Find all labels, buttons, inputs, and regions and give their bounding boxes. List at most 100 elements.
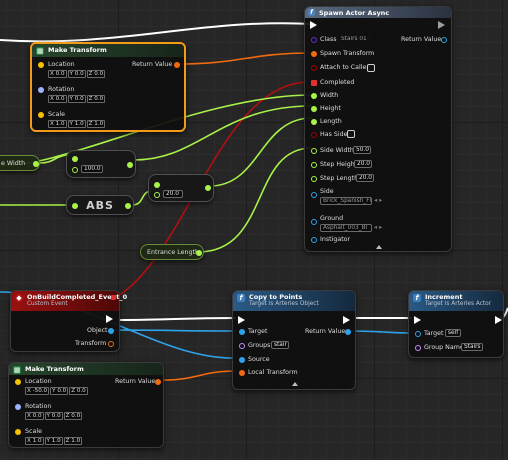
instigator-pin[interactable]: [311, 237, 317, 243]
scale-field[interactable]: X 1.0 Y 1.0 Z 1.0: [48, 120, 106, 128]
scale-x[interactable]: X 1.0: [48, 120, 67, 128]
transform-pin[interactable]: [108, 341, 114, 347]
side-asset-tools[interactable]: ◂ ▸: [374, 197, 383, 204]
location-z[interactable]: Z 0.0: [86, 70, 106, 78]
scale-pin[interactable]: [15, 429, 21, 435]
collapse-arrow-icon[interactable]: [376, 245, 382, 249]
entrance-length-out-pin[interactable]: [196, 250, 202, 256]
exec-out-pin[interactable]: [495, 316, 502, 324]
rotation-pin[interactable]: [15, 404, 21, 410]
add-in-a-pin[interactable]: [154, 182, 160, 188]
exec-in-pin[interactable]: [238, 316, 245, 324]
scale-y[interactable]: Y 1.0: [67, 120, 86, 128]
multiply-in-a-pin[interactable]: [72, 156, 78, 162]
rotation-y[interactable]: Y 0.0: [67, 95, 86, 103]
step-height-field[interactable]: 20.0: [354, 160, 372, 168]
spawn-transform-pin[interactable]: [311, 51, 317, 57]
return-value-pin[interactable]: [155, 379, 161, 385]
location-x[interactable]: X -50.0: [25, 387, 50, 395]
make-transform-node-bottom[interactable]: ▦ Make Transform Location X -50.0 Y 0.0 …: [8, 362, 164, 448]
target-pin[interactable]: [239, 329, 245, 335]
width-variable-out-pin[interactable]: [33, 161, 39, 167]
exec-in-pin[interactable]: [310, 21, 317, 29]
attach-to-caller-pin[interactable]: [311, 65, 317, 71]
abs-in-pin[interactable]: [72, 203, 78, 209]
ground-pin[interactable]: [311, 219, 317, 225]
rotation-field[interactable]: X 0.0 Y 0.0 Z 0.0: [25, 412, 83, 420]
group-name-pin[interactable]: [415, 345, 421, 351]
location-y[interactable]: Y 0.0: [50, 387, 69, 395]
side-pin[interactable]: [311, 192, 317, 198]
width-pin[interactable]: [311, 93, 317, 99]
make-transform-node-top[interactable]: ▦ Make Transform Location X 0.0 Y 0.0 Z …: [30, 42, 186, 132]
side-width-field[interactable]: 50.0: [353, 146, 371, 154]
rotation-x[interactable]: X 0.0: [25, 412, 44, 420]
exec-out-pin[interactable]: [438, 21, 445, 29]
scale-z[interactable]: Z 1.0: [63, 437, 83, 445]
multiply-node[interactable]: 100.0: [66, 150, 136, 178]
add-value-field[interactable]: 20.0: [163, 190, 183, 198]
rotation-field[interactable]: X 0.0 Y 0.0 Z 0.0: [48, 95, 106, 103]
return-value-pin[interactable]: [345, 329, 351, 335]
multiply-value-field[interactable]: 100.0: [81, 165, 103, 173]
side-asset-dropdown[interactable]: Brick_Spanish_Fl: [320, 197, 372, 205]
location-z[interactable]: Z 0.0: [69, 387, 88, 395]
scale-z[interactable]: Z 1.0: [86, 120, 106, 128]
scale-pin[interactable]: [38, 112, 44, 118]
object-pin[interactable]: [108, 328, 114, 334]
rotation-z[interactable]: Z 0.0: [86, 95, 106, 103]
class-pin[interactable]: [311, 37, 317, 43]
target-pin[interactable]: [415, 331, 421, 337]
groups-pin[interactable]: [239, 343, 245, 349]
return-value-pin[interactable]: [441, 37, 447, 43]
abs-out-pin[interactable]: [125, 203, 131, 209]
group-name-field[interactable]: Stairs: [461, 343, 483, 351]
location-vector-field[interactable]: X -50.0 Y 0.0 Z 0.0: [25, 387, 88, 395]
length-pin[interactable]: [311, 119, 317, 125]
rotation-pin[interactable]: [38, 87, 44, 93]
multiply-out-pin[interactable]: [127, 162, 133, 168]
rotation-x[interactable]: X 0.0: [48, 95, 67, 103]
source-pin[interactable]: [239, 357, 245, 363]
entrance-length-node[interactable]: Entrance Length: [140, 244, 204, 260]
increment-node[interactable]: f Increment Target is Arteries Actor Tar…: [408, 290, 504, 358]
location-vector-field[interactable]: X 0.0 Y 0.0 Z 0.0: [48, 70, 106, 78]
target-field[interactable]: self: [445, 329, 461, 337]
has-side-checkbox[interactable]: [347, 130, 355, 138]
has-side-pin[interactable]: [311, 132, 317, 138]
event-delegate-pin[interactable]: [111, 295, 116, 300]
scale-x[interactable]: X 1.0: [25, 437, 44, 445]
add-out-pin[interactable]: [205, 185, 211, 191]
width-variable-node[interactable]: e Width: [0, 155, 40, 171]
abs-node[interactable]: ABS: [66, 195, 134, 215]
spawn-actor-async-node[interactable]: f Spawn Actor Async Class Stairs 01 ▾ Re…: [304, 6, 452, 252]
multiply-in-b-pin[interactable]: [72, 167, 78, 173]
class-dropdown[interactable]: Stairs 01 ▾: [341, 36, 369, 42]
groups-field[interactable]: stair: [271, 341, 289, 349]
scale-field[interactable]: X 1.0 Y 1.0 Z 1.0: [25, 437, 83, 445]
exec-out-pin[interactable]: [343, 316, 350, 324]
on-build-completed-event-node[interactable]: ◆ OnBuildCompleted_Event_0 Custom Event …: [10, 290, 127, 352]
scale-y[interactable]: Y 1.0: [44, 437, 63, 445]
step-length-pin[interactable]: [311, 176, 317, 182]
add-in-b-pin[interactable]: [154, 192, 160, 198]
local-transform-pin[interactable]: [239, 370, 245, 376]
rotation-y[interactable]: Y 0.0: [44, 412, 63, 420]
ground-asset-dropdown[interactable]: Asphalt_003_Bl: [320, 224, 372, 232]
return-value-pin[interactable]: [174, 62, 180, 68]
location-pin[interactable]: [38, 62, 44, 68]
exec-out-pin[interactable]: [106, 315, 113, 323]
location-x[interactable]: X 0.0: [48, 70, 67, 78]
exec-in-pin[interactable]: [414, 316, 421, 324]
rotation-z[interactable]: Z 0.0: [63, 412, 83, 420]
collapse-arrow-icon[interactable]: [292, 382, 298, 386]
side-width-pin[interactable]: [311, 148, 317, 154]
height-pin[interactable]: [311, 106, 317, 112]
copy-to-points-node[interactable]: f Copy to Points Target is Arteries Obje…: [232, 290, 356, 390]
completed-pin[interactable]: [311, 80, 317, 86]
step-length-field[interactable]: 20.0: [356, 174, 374, 182]
location-pin[interactable]: [15, 379, 21, 385]
location-y[interactable]: Y 0.0: [67, 70, 86, 78]
add-node[interactable]: 20.0: [148, 174, 214, 202]
step-height-pin[interactable]: [311, 162, 317, 168]
